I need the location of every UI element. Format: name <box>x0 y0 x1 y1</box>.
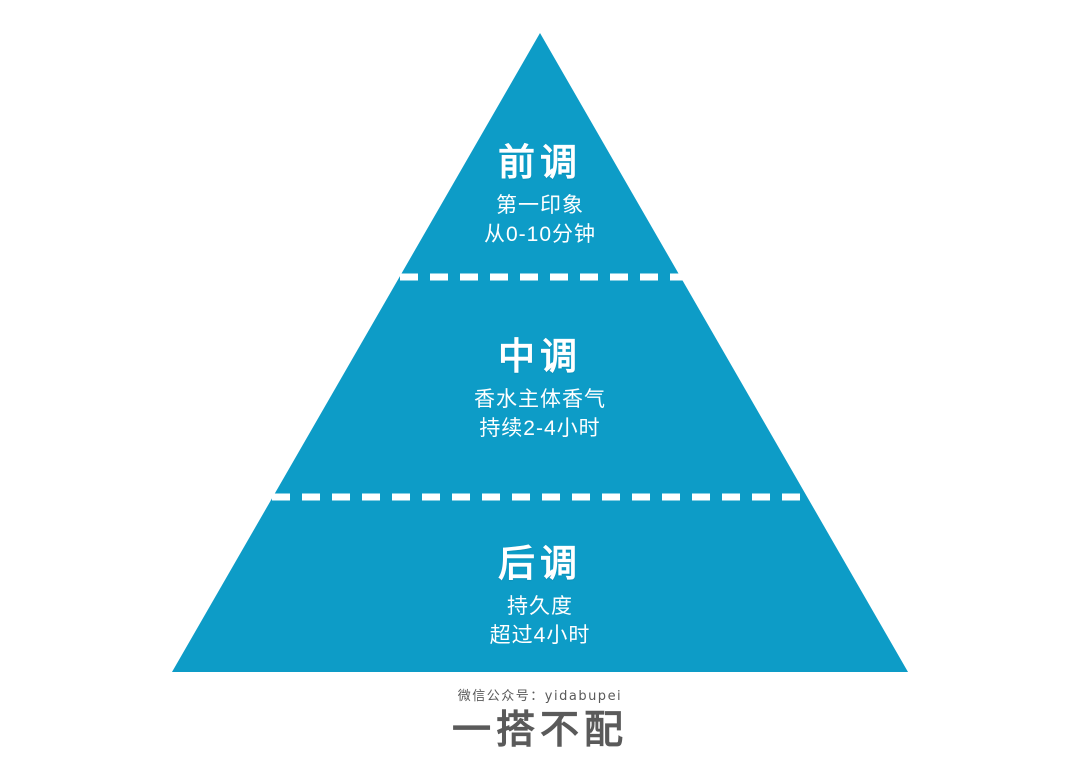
footer: 微信公众号：yidabupei 一搭不配 <box>0 688 1080 753</box>
brand-name: 一搭不配 <box>451 709 628 753</box>
wechat-account-handle: 微信公众号：yidabupei <box>457 689 623 704</box>
pyramid-shape <box>172 33 908 672</box>
